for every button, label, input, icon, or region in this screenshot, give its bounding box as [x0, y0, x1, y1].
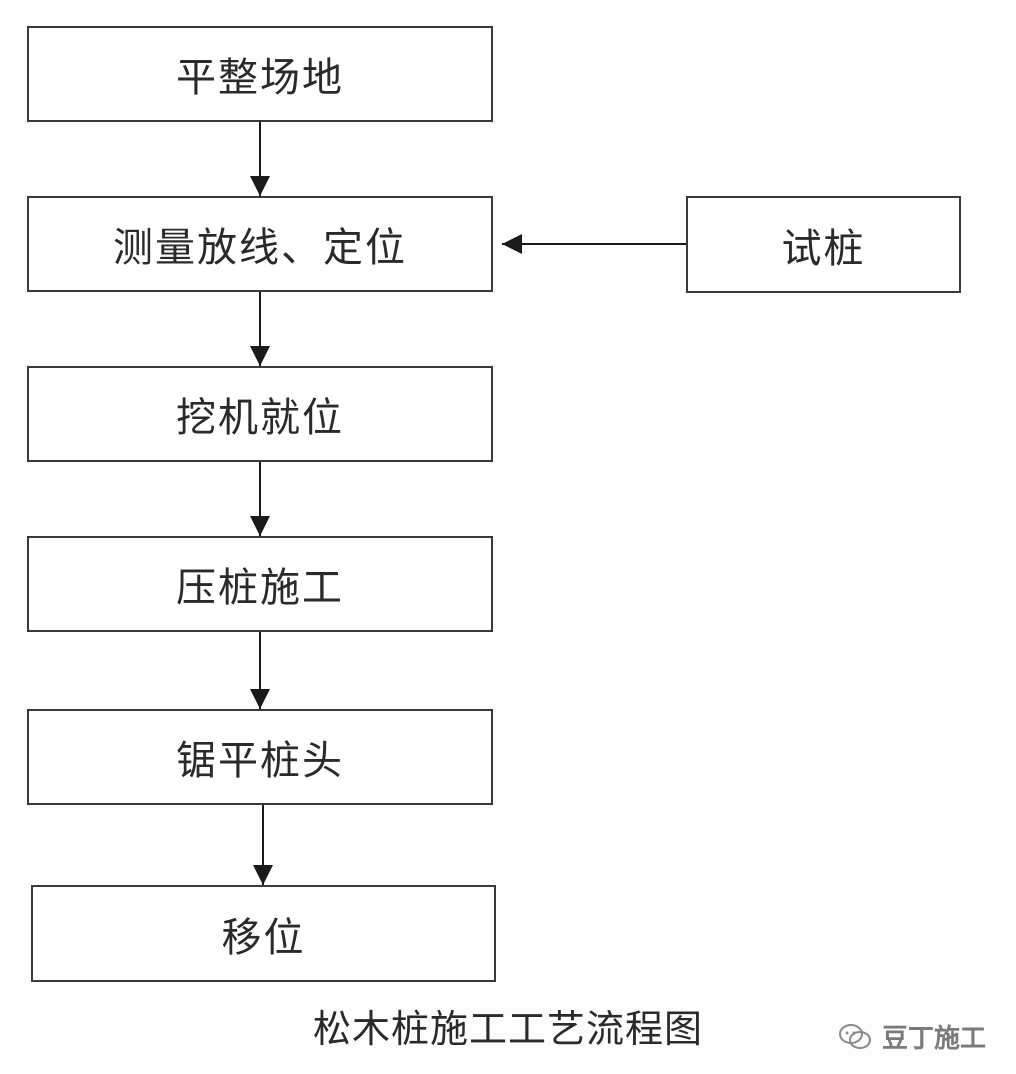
step-label-6: 移位	[221, 914, 306, 961]
wechat-icon	[838, 1023, 871, 1049]
diagram-caption: 松木桩施工工艺流程图	[312, 1007, 703, 1051]
step-label-2: 测量放线、定位	[113, 225, 407, 271]
step-box-5: 锯平桩头	[27, 709, 493, 805]
arrowhead-step4	[250, 516, 270, 536]
step-label-4: 压桩施工	[176, 565, 344, 611]
step-box-4: 压桩施工	[27, 536, 493, 632]
side-step-label: 试桩	[781, 225, 866, 272]
arrowhead-step2	[250, 176, 270, 196]
arrowhead-side	[502, 234, 522, 254]
watermark-text: 豆丁施工	[881, 1024, 986, 1054]
step-box-6: 移位	[31, 885, 496, 982]
arrowhead-step3	[250, 346, 270, 366]
arrowhead-step6	[253, 865, 273, 885]
step-label-1: 平整场地	[176, 55, 344, 101]
side-step-box: 试桩	[686, 196, 961, 293]
step-box-2: 测量放线、定位	[27, 196, 493, 292]
step-box-3: 挖机就位	[27, 366, 493, 462]
step-label-5: 锯平桩头	[176, 738, 344, 784]
watermark: 豆丁施工	[838, 1018, 986, 1055]
step-box-1: 平整场地	[27, 26, 493, 122]
arrowhead-step5	[250, 689, 270, 709]
step-label-3: 挖机就位	[176, 395, 344, 441]
